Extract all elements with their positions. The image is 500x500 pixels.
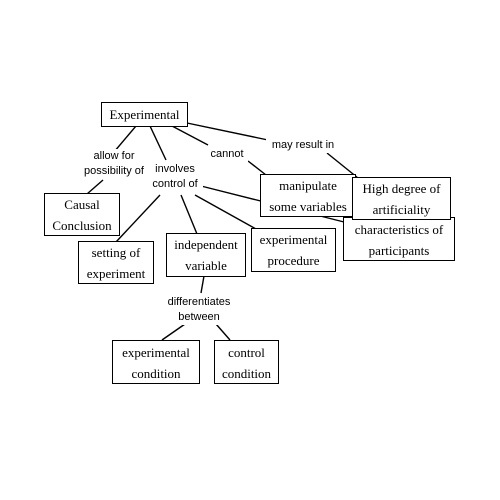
concept-label: manipulate xyxy=(279,178,337,193)
concept-label: High degree of xyxy=(362,181,441,196)
connector-experimental-involves xyxy=(149,125,167,161)
concept-high-degree-of-artificiality: High degree of artificiality xyxy=(352,177,451,220)
concept-label: procedure xyxy=(267,253,320,268)
link-label-cannot: cannot xyxy=(206,147,248,162)
concept-manipulate-some-variables: manipulate some variables xyxy=(260,174,356,217)
connector-differentiates-experimental xyxy=(161,323,186,341)
connector-cannot-manipulate xyxy=(247,160,267,176)
concept-label: participants xyxy=(368,243,430,258)
link-label-line: possibility of xyxy=(84,165,144,177)
concept-setting-of-experiment: setting of experiment xyxy=(78,241,154,284)
link-label-allow-for-possibility-of: allow for possibility of xyxy=(78,149,150,179)
concept-label: some variables xyxy=(269,199,347,214)
connector-involves-independent xyxy=(180,194,198,235)
concept-label: experimental xyxy=(259,232,328,247)
connector-differentiates-control xyxy=(215,323,231,341)
connector-experimental-allow-for xyxy=(113,125,137,153)
link-label-line: differentiates xyxy=(167,296,231,308)
concept-label: condition xyxy=(221,366,272,381)
concept-experimental: Experimental xyxy=(101,102,188,127)
link-label-involves-control-of: involves control of xyxy=(147,162,203,192)
connector-experimental-cannot xyxy=(171,125,209,146)
concept-label: condition xyxy=(131,366,181,381)
connector-involves-procedure xyxy=(194,194,257,230)
concept-label: independent xyxy=(174,237,238,252)
concept-label: experimental xyxy=(122,345,190,360)
link-label-line: involves xyxy=(155,163,195,175)
concept-label: variable xyxy=(185,258,227,273)
concept-label: control xyxy=(228,345,265,360)
connector-experimental-may-result xyxy=(186,122,269,141)
concept-causal-conclusion: Causal Conclusion xyxy=(44,193,120,236)
concept-independent-variable: independent variable xyxy=(166,233,246,277)
connector-may-result-artificiality xyxy=(326,152,359,179)
concept-label: artificiality xyxy=(372,202,431,217)
concept-label: setting of xyxy=(91,245,141,260)
link-label-differentiates-between: differentiates between xyxy=(160,295,238,325)
link-label-line: cannot xyxy=(210,148,244,160)
concept-label: Experimental xyxy=(109,107,180,122)
connector-allow-for-causal-conclusion xyxy=(86,179,104,195)
connector-independent-differentiates xyxy=(200,275,205,294)
concept-control-condition: control condition xyxy=(214,340,279,384)
concept-label: Conclusion xyxy=(52,218,112,233)
link-label-line: allow for xyxy=(93,150,135,162)
link-label-line: may result in xyxy=(271,139,335,151)
concept-experimental-procedure: experimental procedure xyxy=(251,228,336,272)
link-label-line: between xyxy=(178,311,220,323)
connector-involves-setting xyxy=(115,194,161,243)
link-label-may-result-in: may result in xyxy=(266,138,340,153)
concept-experimental-condition: experimental condition xyxy=(112,340,200,384)
concept-label: characteristics of xyxy=(354,222,444,237)
concept-characteristics-of-participants: characteristics of participants xyxy=(343,217,455,261)
link-label-line: control of xyxy=(152,178,198,190)
concept-label: experiment xyxy=(86,266,146,281)
concept-label: Causal xyxy=(64,197,100,212)
